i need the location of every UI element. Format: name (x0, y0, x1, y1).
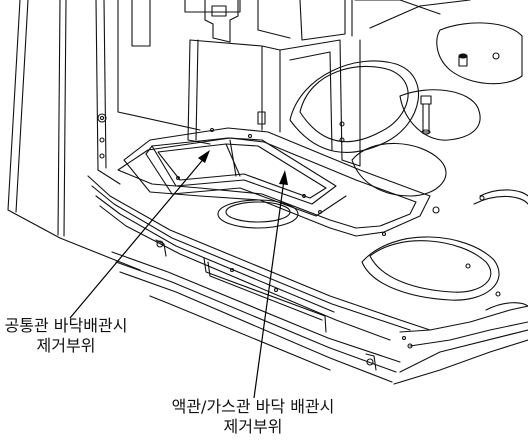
callout-liquid-line1: 액관/가스관 바닥 배관시 (171, 397, 335, 416)
callout-common-line1: 공통관 바닥배관시 (4, 316, 128, 335)
arrowhead-icon (198, 150, 210, 163)
callout-leader-liquid-gas (253, 170, 288, 399)
callout-leader-common (69, 150, 210, 319)
callout-label-common-pipe: 공통관 바닥배관시 제거부위 (0, 316, 132, 356)
studs (381, 52, 501, 297)
upper-frame (117, 0, 471, 131)
arrowhead-icon (279, 170, 288, 185)
base-pan-emboss (117, 127, 431, 237)
removal-cover-plates (145, 137, 347, 217)
bottom-edge (393, 305, 528, 385)
left-side-panel (7, 0, 121, 239)
callout-common-line2: 제거부위 (36, 336, 96, 355)
floor-channel (59, 175, 431, 383)
callout-label-liquid-gas-pipe: 액관/가스관 바닥 배관시 제거부위 (135, 397, 371, 437)
callout-liquid-line2: 제거부위 (223, 417, 283, 436)
mounting-bracket (187, 0, 361, 167)
right-ribs (289, 22, 528, 311)
